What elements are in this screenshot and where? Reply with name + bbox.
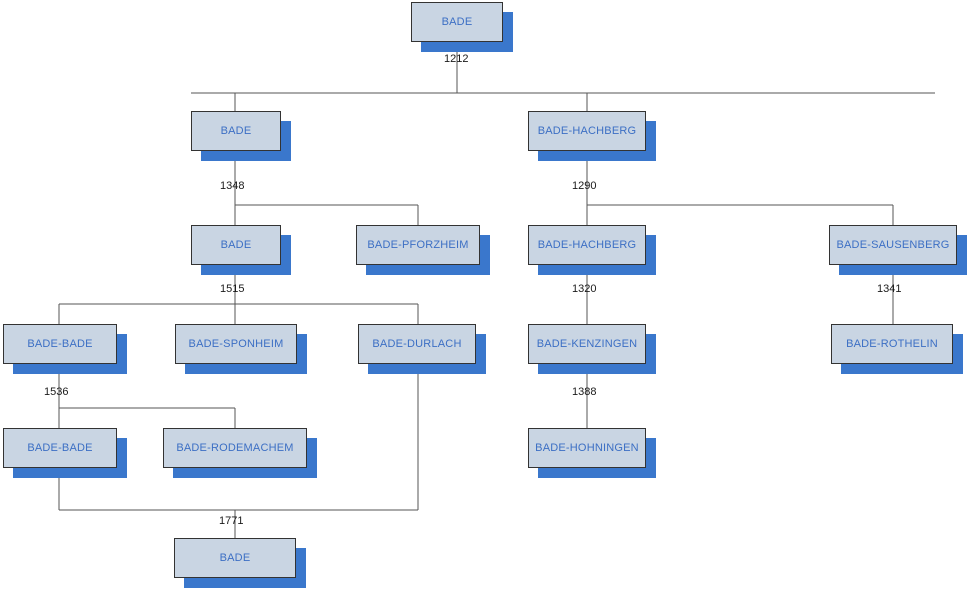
- node-box[interactable]: BADE-KENZINGEN: [528, 324, 646, 364]
- node-box[interactable]: BADE-SPONHEIM: [175, 324, 297, 364]
- node-label: BADE-HACHBERG: [537, 238, 637, 251]
- node-label: BADE-PFORZHEIM: [367, 238, 469, 251]
- node-label: BADE-SPONHEIM: [188, 337, 284, 350]
- node-box[interactable]: BADE-BADE: [3, 324, 117, 364]
- node-bade[interactable]: BADE: [191, 111, 291, 161]
- node-bade[interactable]: BADE: [191, 225, 291, 275]
- node-label: BADE-RODEMACHEM: [176, 441, 294, 454]
- node-label: BADE-DURLACH: [372, 337, 462, 350]
- node-bade-bade[interactable]: BADE-BADE: [3, 428, 127, 478]
- edge-year-label: 1771: [219, 515, 244, 527]
- node-label: BADE-SAUSENBERG: [836, 238, 950, 251]
- node-box[interactable]: BADE-BADE: [3, 428, 117, 468]
- node-box[interactable]: BADE-ROTHELIN: [831, 324, 953, 364]
- node-label: BADE-KENZINGEN: [536, 337, 638, 350]
- node-box[interactable]: BADE-DURLACH: [358, 324, 476, 364]
- connector-1771: [58, 364, 419, 538]
- connector-1515: [58, 265, 419, 324]
- edge-year-label: 1536: [44, 386, 69, 398]
- edge-year-label: 1320: [572, 283, 597, 295]
- node-label: BADE: [441, 15, 473, 28]
- node-label: BADE-BADE: [27, 441, 93, 454]
- node-box[interactable]: BADE-HOHNINGEN: [528, 428, 646, 468]
- edge-year-label: 1290: [572, 180, 597, 192]
- node-label: BADE: [220, 124, 252, 137]
- node-box[interactable]: BADE-HACHBERG: [528, 111, 646, 151]
- edge-year-label: 1388: [572, 386, 597, 398]
- node-bade-rodemachem[interactable]: BADE-RODEMACHEM: [163, 428, 317, 478]
- node-box[interactable]: BADE: [191, 225, 281, 265]
- node-box[interactable]: BADE-RODEMACHEM: [163, 428, 307, 468]
- node-label: BADE-HOHNINGEN: [535, 441, 639, 454]
- node-bade-sponheim[interactable]: BADE-SPONHEIM: [175, 324, 307, 374]
- node-bade-hachberg[interactable]: BADE-HACHBERG: [528, 225, 656, 275]
- node-box[interactable]: BADE: [174, 538, 296, 578]
- edge-year-label: 1348: [220, 180, 245, 192]
- connector-1348: [234, 151, 419, 225]
- edge-year-label: 1515: [220, 283, 245, 295]
- node-box[interactable]: BADE: [411, 2, 503, 42]
- node-label: BADE-HACHBERG: [537, 124, 637, 137]
- node-label: BADE: [220, 238, 252, 251]
- node-box[interactable]: BADE-SAUSENBERG: [829, 225, 957, 265]
- node-bade-kenzingen[interactable]: BADE-KENZINGEN: [528, 324, 656, 374]
- node-bade-sausenberg[interactable]: BADE-SAUSENBERG: [829, 225, 967, 275]
- connector-1290: [586, 151, 894, 225]
- node-box[interactable]: BADE-HACHBERG: [528, 225, 646, 265]
- node-box[interactable]: BADE-PFORZHEIM: [356, 225, 480, 265]
- node-box[interactable]: BADE: [191, 111, 281, 151]
- node-bade-durlach[interactable]: BADE-DURLACH: [358, 324, 486, 374]
- node-bade-pforzheim[interactable]: BADE-PFORZHEIM: [356, 225, 490, 275]
- edge-year-label: 1212: [444, 53, 469, 65]
- node-bade-hachberg[interactable]: BADE-HACHBERG: [528, 111, 656, 161]
- connector-1536: [58, 364, 236, 428]
- node-bade-rothelin[interactable]: BADE-ROTHELIN: [831, 324, 963, 374]
- node-bade[interactable]: BADE: [411, 2, 513, 52]
- node-bade[interactable]: BADE: [174, 538, 306, 588]
- node-label: BADE-BADE: [27, 337, 93, 350]
- node-bade-bade[interactable]: BADE-BADE: [3, 324, 127, 374]
- node-bade-hohningen[interactable]: BADE-HOHNINGEN: [528, 428, 656, 478]
- connector-1212: [191, 42, 935, 111]
- node-label: BADE: [219, 551, 251, 564]
- edge-year-label: 1341: [877, 283, 902, 295]
- node-label: BADE-ROTHELIN: [846, 337, 938, 350]
